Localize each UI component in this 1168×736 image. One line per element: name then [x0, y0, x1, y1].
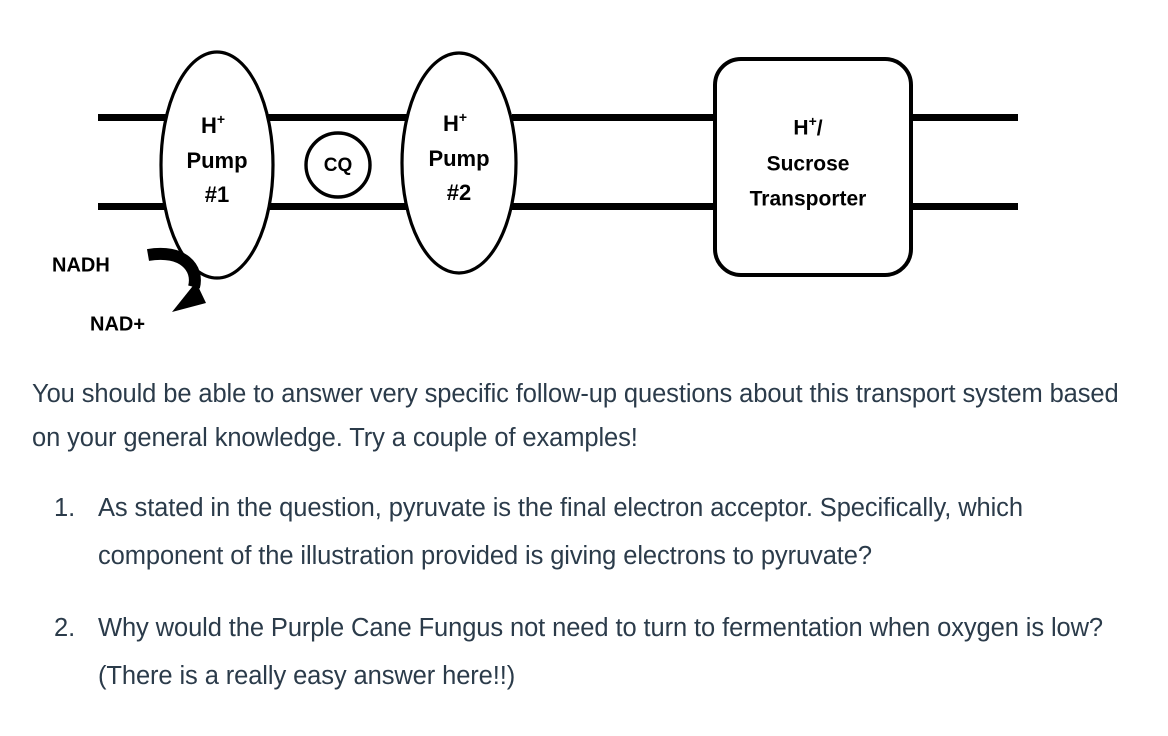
component-sucrose-transporter: H+/ Sucrose Transporter — [713, 57, 913, 277]
component-cq: CQ — [304, 131, 372, 199]
list-item: 1. As stated in the question, pyruvate i… — [54, 484, 1128, 580]
prose-section: You should be able to answer very specif… — [0, 360, 1168, 700]
list-item-text: As stated in the question, pyruvate is t… — [98, 494, 1023, 570]
nad-plus-label: NAD+ — [90, 313, 145, 335]
list-item-text: Why would the Purple Cane Fungus not nee… — [98, 614, 1104, 690]
pump1-label-line2: Pump — [186, 148, 247, 173]
cq-circle — [304, 131, 372, 199]
membrane-top-line — [98, 114, 1018, 121]
intro-paragraph: You should be able to answer very specif… — [32, 380, 1119, 452]
pump1-label-line3: #1 — [205, 182, 229, 207]
pump1-ellipse — [159, 50, 275, 280]
transporter-box — [713, 57, 913, 277]
nadh-label: NADH — [52, 254, 110, 276]
nadh-arrow-head — [172, 282, 206, 312]
pump2-label-line2: Pump — [428, 146, 489, 171]
list-item-marker: 1. — [54, 494, 76, 522]
transport-system-diagram: H+ Pump #1 CQ H+ Pump #2 H+/ Sucrose Tra… — [0, 0, 1168, 360]
nadh-to-nad-reaction: NADH NAD+ — [52, 247, 206, 335]
transporter-label-line2: Sucrose — [767, 153, 850, 176]
transporter-label-line1: H+/ — [793, 113, 822, 140]
list-item-marker: 2. — [54, 614, 76, 642]
cq-label: CQ — [324, 155, 353, 176]
question-list: 1. As stated in the question, pyruvate i… — [0, 484, 1168, 700]
pump2-label-line3: #2 — [447, 180, 471, 205]
component-h-pump-1: H+ Pump #1 — [159, 50, 275, 280]
transporter-label-line3: Transporter — [750, 188, 867, 211]
list-item: 2. Why would the Purple Cane Fungus not … — [54, 604, 1128, 700]
membrane-bottom-line — [98, 203, 1018, 210]
diagram-canvas: H+ Pump #1 CQ H+ Pump #2 H+/ Sucrose Tra… — [52, 50, 1018, 335]
pump2-ellipse — [400, 51, 518, 275]
nadh-arrow-curve — [146, 247, 201, 289]
component-h-pump-2: H+ Pump #2 — [400, 51, 518, 275]
